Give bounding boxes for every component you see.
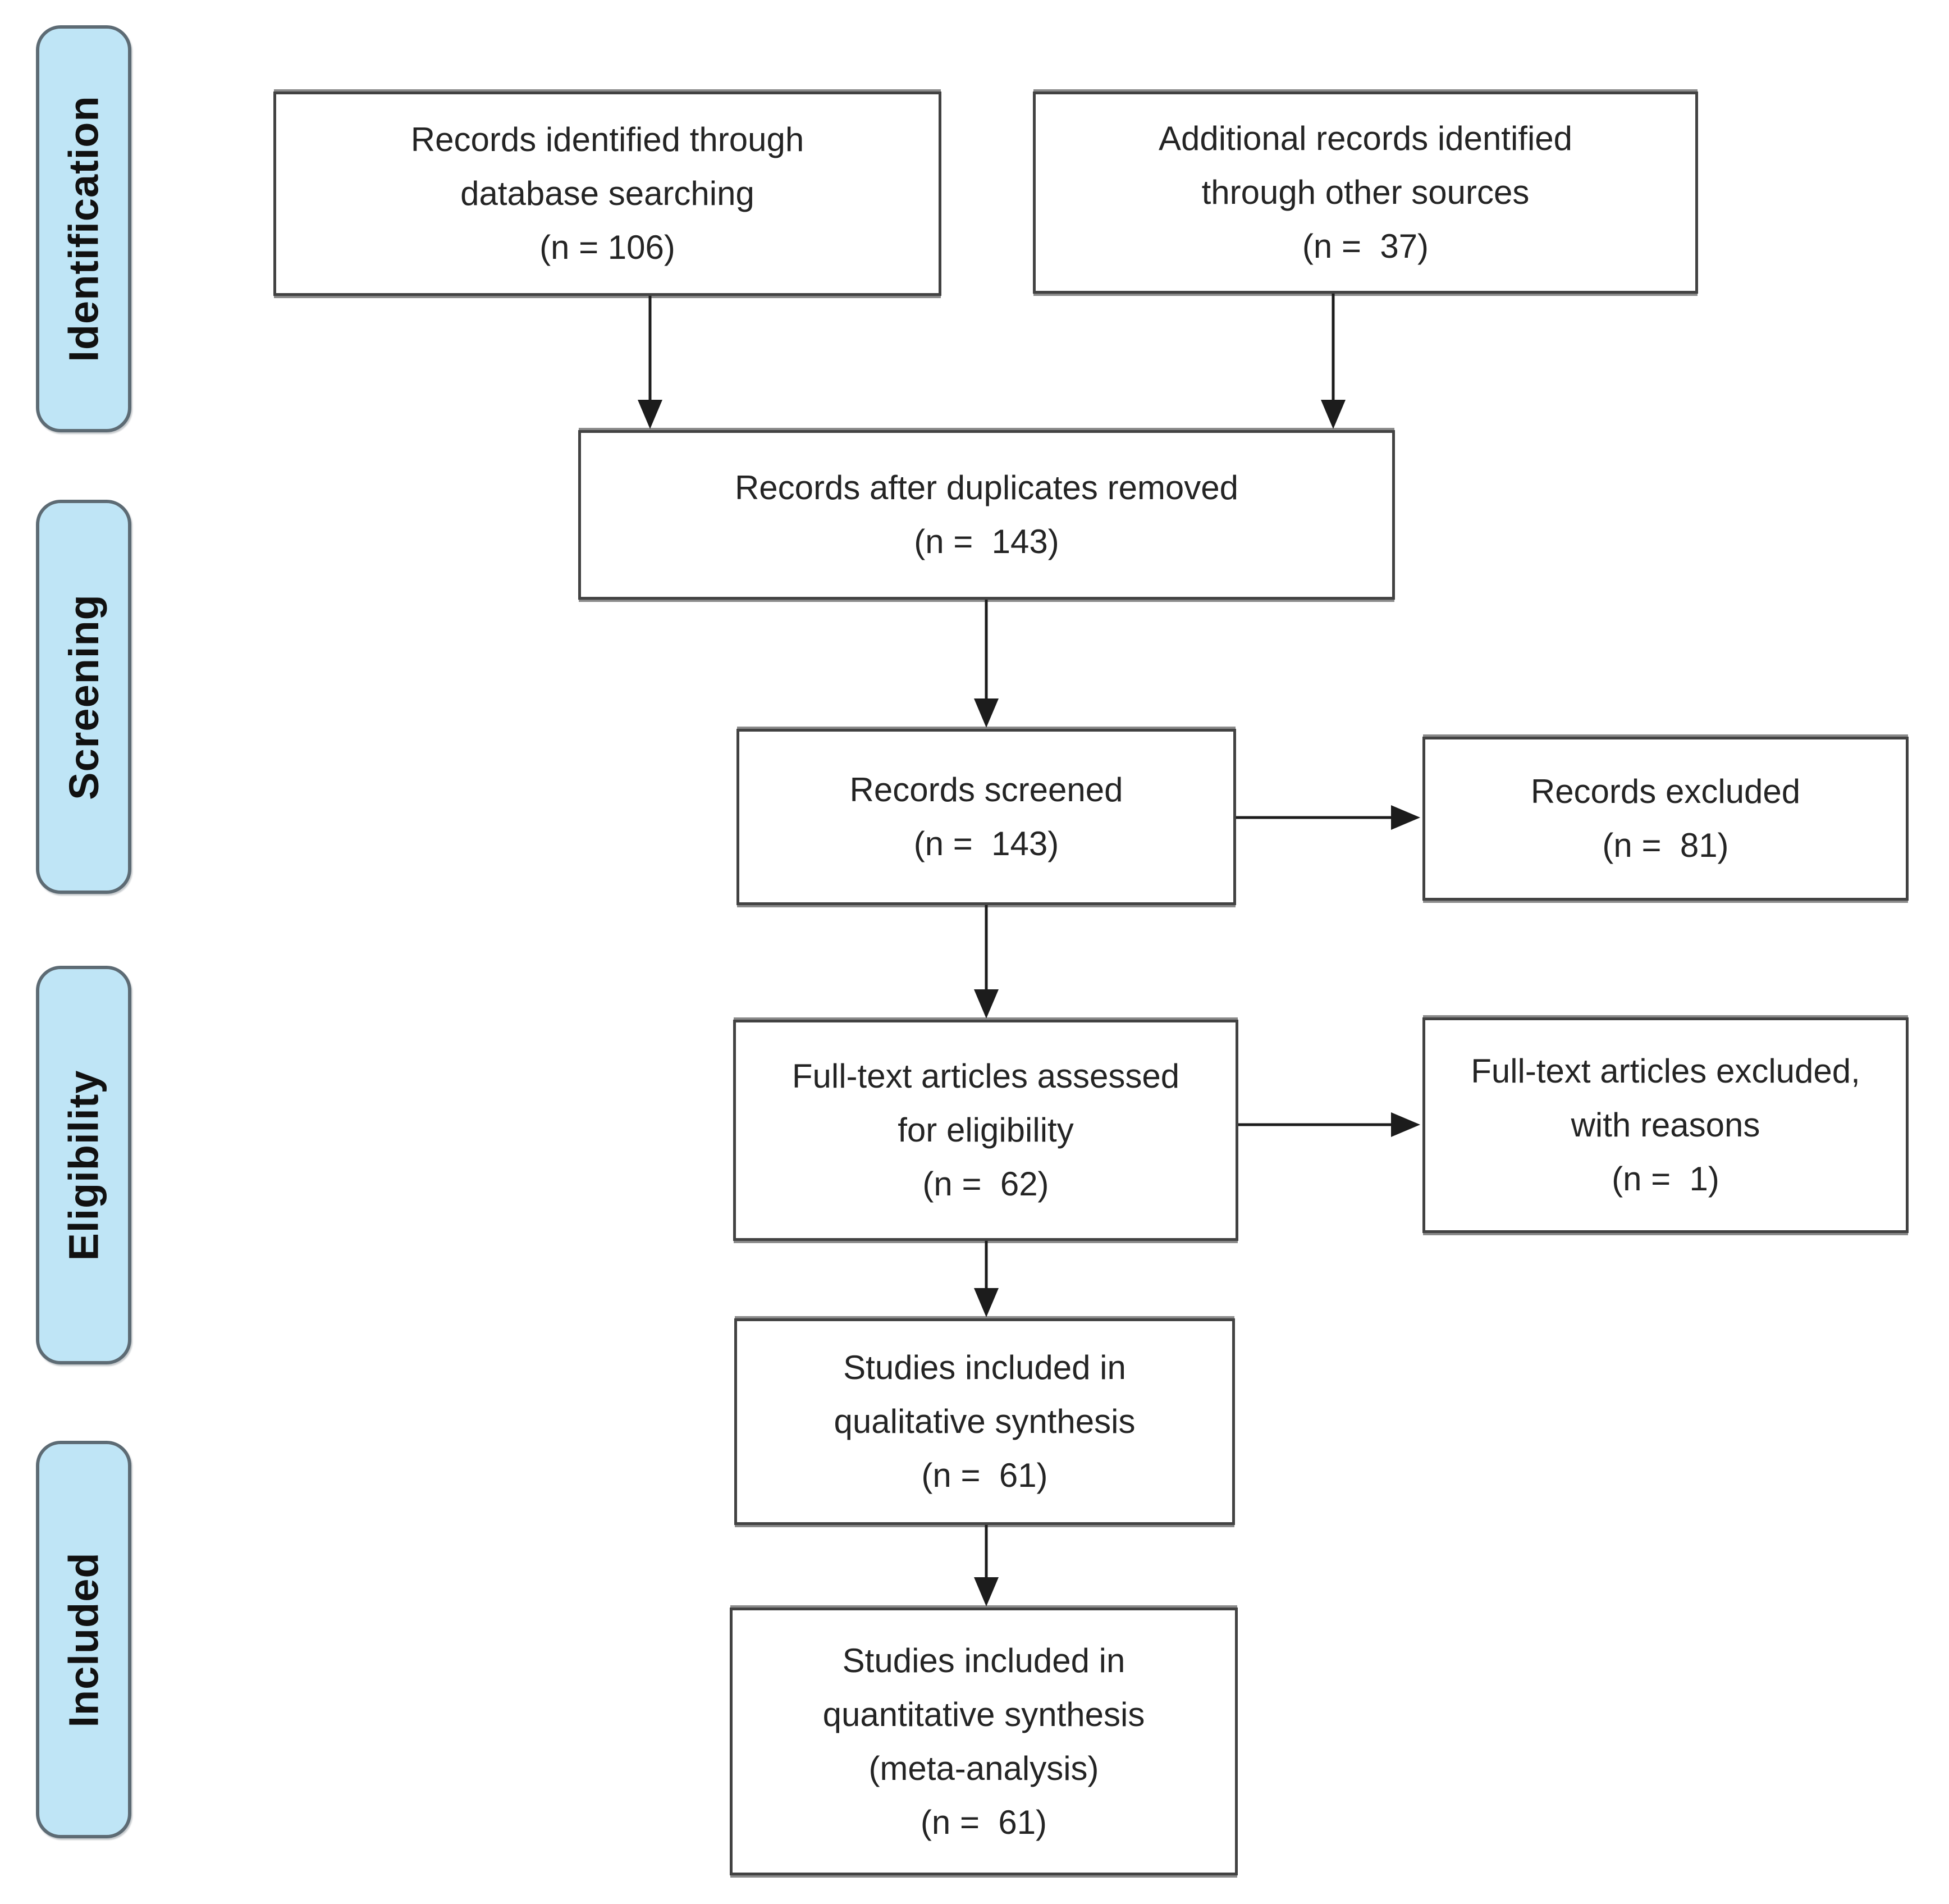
box-records-excluded: Records excluded (n = 81) [1422,737,1909,901]
box-records-screened: Records screened (n = 143) [736,729,1236,905]
box-fulltext-excluded: Full-text articles excluded, with reason… [1422,1017,1909,1233]
box-quantitative-synthesis: Studies included in quantitative synthes… [730,1608,1238,1875]
box-records-identified-text: Records identified through database sear… [410,121,804,266]
phase-pill-eligibility: Eligibility [36,966,131,1364]
box-records-after-duplicates-removed-text: Records after duplicates removed (n = 14… [734,469,1239,560]
phase-label-screening: Screening [60,593,107,800]
box-records-excluded-text: Records excluded (n = 81) [1530,773,1801,864]
box-records-screened-text: Records screened (n = 143) [849,771,1123,862]
box-records-identified: Records identified through database sear… [273,92,941,296]
box-quantitative-synthesis-text: Studies included in quantitative synthes… [822,1641,1145,1841]
box-additional-records-text: Additional records identified through ot… [1158,120,1573,265]
phase-pill-included: Included [36,1441,131,1838]
phase-label-identification: Identification [60,95,107,362]
phase-label-eligibility: Eligibility [60,1070,107,1261]
box-additional-records: Additional records identified through ot… [1033,92,1698,294]
box-fulltext-excluded-text: Full-text articles excluded, with reason… [1471,1052,1860,1198]
phase-label-included: Included [60,1551,107,1728]
box-fulltext-assessed-text: Full-text articles assessed for eligibil… [792,1057,1180,1203]
box-fulltext-assessed: Full-text articles assessed for eligibil… [733,1020,1238,1241]
phase-pill-screening: Screening [36,500,131,894]
phase-pill-identification: Identification [36,25,131,432]
box-qualitative-synthesis-text: Studies included in qualitative synthesi… [834,1349,1136,1494]
box-records-after-duplicates-removed: Records after duplicates removed (n = 14… [578,430,1395,600]
box-qualitative-synthesis: Studies included in qualitative synthesi… [734,1318,1235,1525]
